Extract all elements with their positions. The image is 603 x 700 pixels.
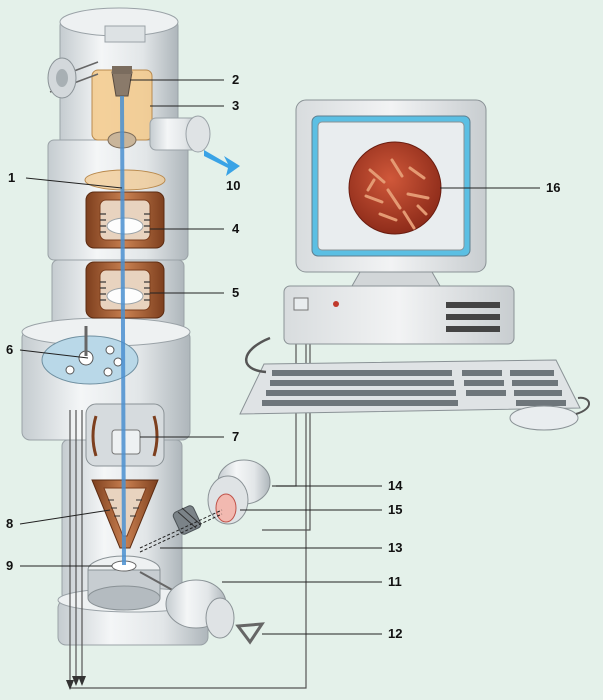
- label-9: 9: [6, 558, 13, 573]
- label-4: 4: [232, 221, 240, 236]
- label-12: 12: [388, 626, 402, 641]
- label-14: 14: [388, 478, 403, 493]
- label-13: 13: [388, 540, 402, 555]
- callout-numbers: 1 2 3 4 5 6 7 8 9 10 11 12 13 14 15 16: [6, 72, 560, 641]
- vacuum-pump-port: [149, 115, 240, 176]
- label-2: 2: [232, 72, 239, 87]
- specimen-stage: [41, 326, 139, 385]
- computer-monitor: [295, 99, 487, 287]
- computer-system-unit: [283, 285, 515, 345]
- label-1: 1: [8, 170, 15, 185]
- computer-mouse: [509, 396, 590, 431]
- specimen-holder: [87, 555, 161, 611]
- electron-beam: [120, 95, 126, 566]
- label-7: 7: [232, 429, 239, 444]
- label-10: 10: [226, 178, 240, 193]
- label-16: 16: [546, 180, 560, 195]
- objective-lens: [85, 261, 165, 319]
- label-8: 8: [6, 516, 13, 531]
- scanning-coils: [85, 403, 165, 467]
- specimen-manipulator: [139, 571, 265, 645]
- label-3: 3: [232, 98, 239, 113]
- high-voltage-connector: [47, 57, 99, 99]
- leader-lines: [19, 79, 540, 635]
- label-5: 5: [232, 285, 239, 300]
- condenser-lens: [85, 191, 165, 249]
- label-15: 15: [388, 502, 402, 517]
- label-6: 6: [6, 342, 13, 357]
- keyboard: [239, 336, 581, 415]
- label-11: 11: [388, 574, 402, 589]
- electron-detector: [139, 459, 271, 553]
